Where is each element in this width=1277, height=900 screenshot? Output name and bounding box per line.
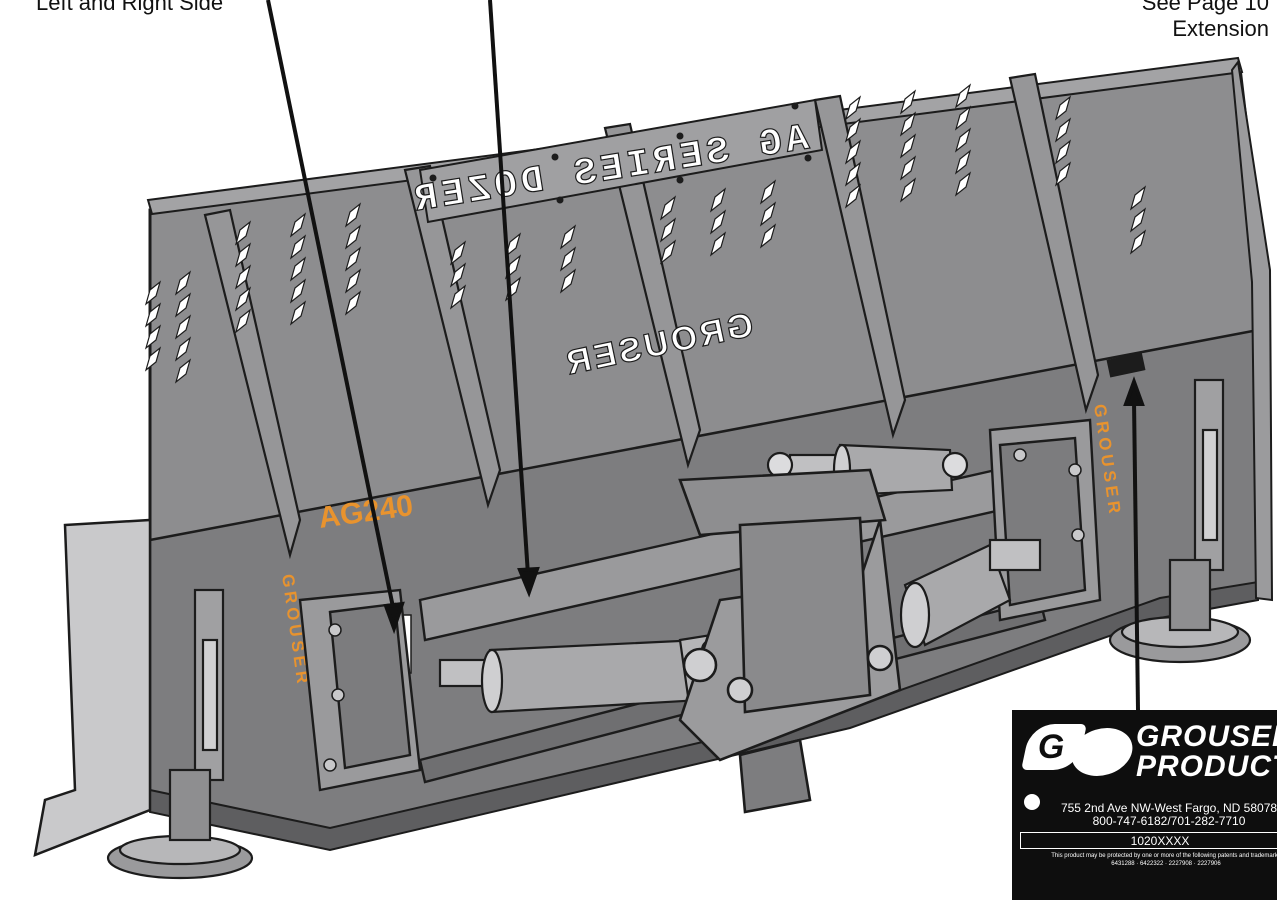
- left-wing: [33, 518, 152, 857]
- callout-right-line2: Extension: [1172, 16, 1269, 41]
- quick-attach-mount: [678, 468, 902, 814]
- callout-right-line1: See Page 10: [1141, 0, 1269, 15]
- series-sign-plate: [418, 98, 824, 224]
- id-plate-small: [1106, 352, 1146, 378]
- callout-left-label: Left and Right Side: [36, 0, 224, 15]
- plate-patent-numbers: 6431288 · 6422322 · 2227908 · 2227906: [1111, 861, 1221, 867]
- cutting-edge: [149, 580, 1259, 852]
- blade-ribs: [203, 72, 1100, 560]
- plate-brand-line1: GROUSER: [1136, 720, 1277, 753]
- plate-serial: 1020XXXX: [1020, 832, 1277, 849]
- mounting-hole-icon: [1024, 794, 1040, 810]
- serial-plate-detail: G GROUSER PRODUCTS 755 2nd Ave NW-West F…: [1012, 710, 1277, 900]
- plate-patent: This product may be protected by one or …: [1016, 852, 1277, 868]
- plate-address-block: 755 2nd Ave NW-West Fargo, ND 58078 800-…: [1044, 802, 1277, 828]
- plate-brand-line2: PRODUCTS: [1136, 750, 1277, 783]
- callout-right-label: See Page 10 Extension: [1142, 0, 1269, 42]
- sign-bolts: [429, 102, 812, 204]
- skid-shoe-left: [106, 588, 254, 880]
- frame-bolts: [323, 448, 1085, 772]
- plate-phone: 800-747-6182/701-282-7710: [1092, 814, 1246, 828]
- plate-patent-text: This product may be protected by one or …: [1051, 853, 1277, 859]
- plate-address: 755 2nd Ave NW-West Fargo, ND 58078: [1060, 801, 1277, 815]
- plate-brand: GROUSER PRODUCTS: [1136, 722, 1277, 782]
- angle-cylinder-right: [899, 538, 1042, 649]
- right-end-plate: [1230, 59, 1274, 602]
- callout-leaders: [266, 0, 1145, 711]
- skid-shoe-right: [1108, 378, 1252, 664]
